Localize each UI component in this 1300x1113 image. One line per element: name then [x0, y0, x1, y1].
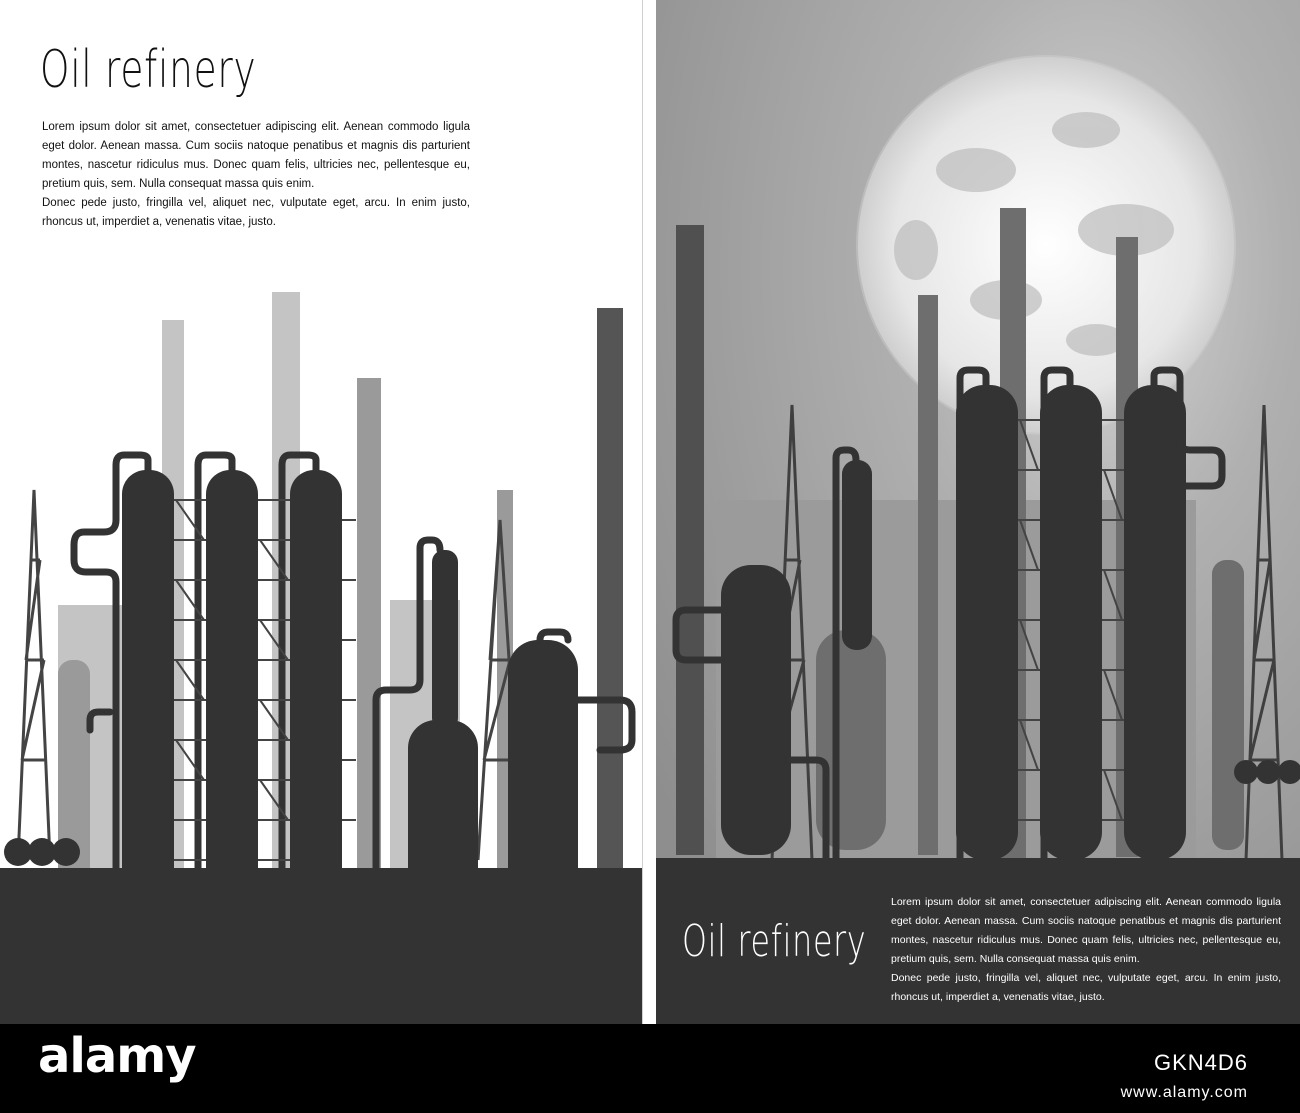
right-pipes [672, 366, 1226, 864]
left-paragraph-2: Donec pede justo, fringilla vel, aliquet… [42, 197, 470, 228]
right-refinery-illustration [656, 0, 1300, 1024]
right-poster-body: Lorem ipsum dolor sit amet, consectetuer… [891, 893, 1281, 1007]
left-refinery-illustration [0, 292, 642, 1024]
right-storage-spheres [1234, 760, 1300, 784]
brand-logo: alamy [38, 1028, 197, 1084]
right-paragraph-1: Lorem ipsum dolor sit amet, consectetuer… [891, 896, 1281, 965]
left-lattice-towers [16, 489, 524, 861]
left-pipes [70, 451, 636, 884]
right-poster: Oil refinery Lorem ipsum dolor sit amet,… [656, 0, 1300, 1024]
right-scaffolding [1018, 419, 1124, 821]
right-tall-chimney [676, 225, 704, 855]
left-ground [0, 868, 642, 1024]
moon-icon [856, 55, 1236, 435]
right-distillation-columns [721, 385, 1186, 860]
right-ground [656, 858, 1300, 1024]
footer-bar: alamy GKN4D6 www.alamy.com [0, 1024, 1300, 1113]
left-tall-chimney [597, 308, 623, 920]
image-id: GKN4D6 [1153, 1050, 1248, 1075]
left-poster-title: Oil refinery [40, 40, 257, 100]
right-paragraph-2: Donec pede justo, fringilla vel, aliquet… [891, 972, 1281, 1003]
left-poster-body: Lorem ipsum dolor sit amet, consectetuer… [42, 118, 470, 232]
left-poster: Oil refinery Lorem ipsum dolor sit amet,… [0, 0, 643, 1024]
left-storage-spheres [4, 838, 80, 866]
left-paragraph-1: Lorem ipsum dolor sit amet, consectetuer… [42, 121, 470, 190]
site-url: www.alamy.com [1120, 1084, 1248, 1101]
right-poster-title: Oil refinery [682, 916, 867, 967]
left-scaffolding [174, 499, 356, 861]
